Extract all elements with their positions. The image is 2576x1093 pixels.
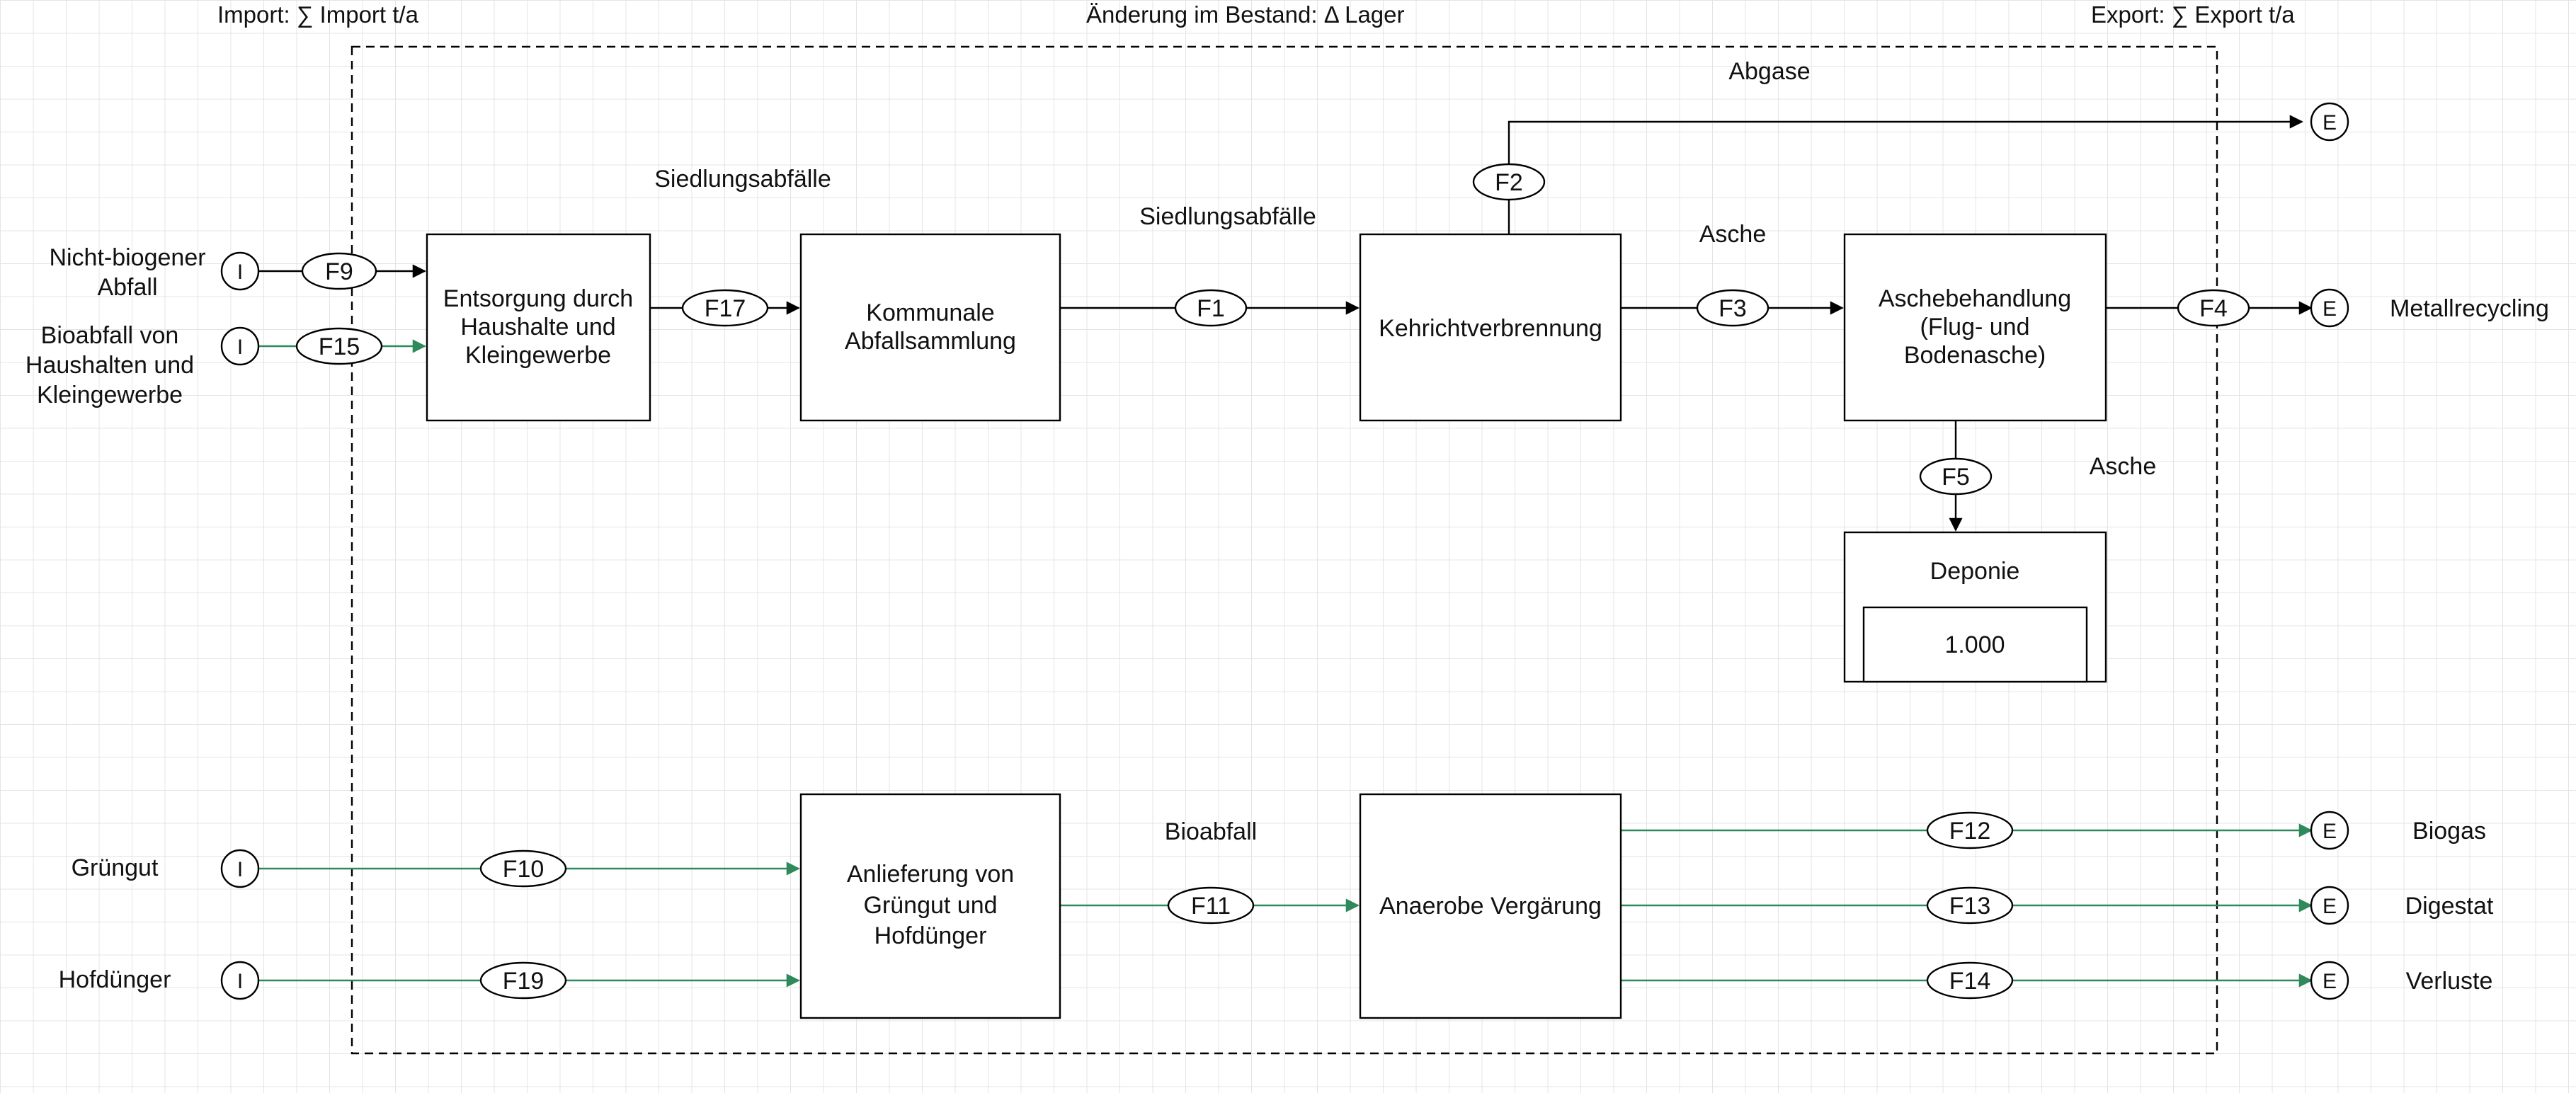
import-node-hofduenger[interactable]: I (220, 961, 260, 1000)
process-verbrennung-line-1: Kehrichtverbrennung (1379, 315, 1602, 342)
flow-f5[interactable]: F5 (1919, 457, 1993, 496)
import-label-bioabfall-2: Haushalten und (25, 352, 194, 379)
flow-f2[interactable]: F2 (1472, 163, 1546, 201)
flow-f19-label: F19 (503, 968, 545, 995)
export-node-verluste[interactable]: E (2310, 961, 2349, 1000)
flow-f10[interactable]: F10 (479, 849, 567, 888)
process-anlieferung[interactable]: Anlieferung von Grüngut und Hofdünger (799, 793, 1061, 1019)
export-node-symbol: E (2323, 111, 2337, 135)
process-vergaerung-line-1: Anaerobe Vergärung (1379, 893, 1602, 920)
process-sammlung-line-2: Abfallsammlung (845, 328, 1016, 355)
process-kommunale-abfallsammlung[interactable]: Kommunale Abfallsammlung (799, 233, 1061, 422)
flow-f10-label: F10 (503, 856, 545, 883)
flow-f17-label: F17 (705, 295, 746, 322)
flow-label-siedlungsabfaelle-1: Siedlungsabfälle (654, 166, 831, 193)
flow-f4-label: F4 (2199, 295, 2228, 322)
process-aschebehandlung-line-3: Bodenasche) (1904, 342, 2046, 369)
export-label-metallrecycling: Metallrecycling (2390, 295, 2549, 322)
import-node-symbol: I (237, 261, 243, 284)
import-node-symbol: I (237, 858, 243, 881)
export-node-digestat[interactable]: E (2310, 886, 2349, 925)
flow-f4[interactable]: F4 (2177, 289, 2250, 327)
flow-f15-label: F15 (319, 333, 360, 360)
process-entsorgung-line-2: Haushalte und (460, 314, 615, 341)
process-aschebehandlung-line-2: (Flug- und (1920, 314, 2030, 341)
import-label-gruengut: Grüngut (72, 854, 159, 881)
process-anlieferung-line-1: Anlieferung von (847, 861, 1014, 888)
flow-label-asche-1: Asche (1699, 221, 1767, 248)
export-label-digestat: Digestat (2405, 893, 2494, 920)
import-label-bioabfall-3: Kleingewerbe (37, 382, 183, 408)
flow-f19[interactable]: F19 (479, 961, 567, 1000)
flow-f2-label: F2 (1495, 169, 1523, 196)
flow-label-bioabfall: Bioabfall (1165, 818, 1257, 845)
flow-f5-label: F5 (1942, 464, 1970, 491)
flow-label-siedlungsabfaelle-2: Siedlungsabfälle (1139, 203, 1316, 230)
export-header: Export: ∑ Export t/a (2091, 1, 2295, 28)
import-node-symbol: I (237, 970, 243, 993)
process-entsorgung-line-3: Kleingewerbe (465, 342, 611, 369)
import-label-nicht-biogen-1: Nicht-biogener (49, 244, 205, 271)
flow-f15[interactable]: F15 (295, 327, 383, 365)
export-label-verluste: Verluste (2406, 968, 2493, 995)
flow-f14[interactable]: F14 (1926, 961, 2014, 1000)
import-node-symbol: I (237, 336, 243, 359)
flow-f3-label: F3 (1719, 295, 1747, 322)
process-sammlung-line-1: Kommunale (866, 299, 994, 326)
process-anlieferung-line-3: Hofdünger (874, 922, 987, 949)
process-deponie-title: Deponie (1930, 558, 2020, 585)
flow-f12[interactable]: F12 (1926, 811, 2014, 849)
export-node-symbol: E (2323, 297, 2337, 321)
process-aschebehandlung[interactable]: Aschebehandlung (Flug- und Bodenasche) (1843, 233, 2107, 422)
export-node-symbol: E (2323, 970, 2337, 993)
process-anaerobe-vergaerung[interactable]: Anaerobe Vergärung (1359, 793, 1622, 1019)
flow-f12-label: F12 (1949, 818, 1991, 845)
import-header: Import: ∑ Import t/a (217, 1, 419, 28)
stock-change-header: Änderung im Bestand: Δ Lager (1086, 1, 1405, 28)
process-kehrichtverbrennung[interactable]: Kehrichtverbrennung (1359, 233, 1622, 422)
flow-label-abgase: Abgase (1728, 58, 1810, 85)
export-label-biogas: Biogas (2412, 818, 2486, 845)
import-node-gruengut[interactable]: I (220, 849, 260, 888)
import-node-nicht-biogen[interactable]: I (220, 251, 260, 291)
export-node-metallrecycling[interactable]: E (2310, 288, 2349, 328)
export-node-abgase[interactable]: E (2310, 102, 2349, 142)
system-boundary (351, 45, 2218, 1055)
process-entsorgung[interactable]: Entsorgung durch Haushalte und Kleingewe… (426, 233, 651, 422)
process-deponie[interactable]: Deponie 1.000 (1843, 531, 2107, 683)
flow-f3[interactable]: F3 (1696, 289, 1769, 327)
flow-f1-label: F1 (1197, 295, 1225, 322)
import-node-bioabfall[interactable]: I (220, 326, 260, 366)
export-node-biogas[interactable]: E (2310, 811, 2349, 850)
flow-f14-label: F14 (1949, 968, 1991, 995)
process-entsorgung-line-1: Entsorgung durch (443, 285, 633, 312)
import-label-nicht-biogen-2: Abfall (97, 274, 157, 301)
flow-f17[interactable]: F17 (681, 289, 769, 327)
import-label-bioabfall-1: Bioabfall von (41, 322, 179, 349)
export-node-symbol: E (2323, 895, 2337, 918)
flow-f1[interactable]: F1 (1174, 289, 1248, 327)
flow-f11-label: F11 (1191, 893, 1231, 920)
flow-f13-label: F13 (1949, 893, 1991, 920)
flow-f9-label: F9 (325, 258, 353, 285)
export-node-symbol: E (2323, 820, 2337, 843)
flow-line-f2 (1508, 115, 2303, 234)
import-label-hofduenger: Hofdünger (59, 966, 171, 993)
flow-label-asche-2: Asche (2090, 453, 2157, 480)
flow-f9[interactable]: F9 (301, 252, 377, 290)
process-aschebehandlung-line-1: Aschebehandlung (1879, 285, 2071, 312)
process-anlieferung-line-2: Grüngut und (863, 892, 997, 919)
flow-f11[interactable]: F11 (1167, 886, 1255, 925)
deponie-stock-value: 1.000 (1944, 631, 2005, 658)
flow-f13[interactable]: F13 (1926, 886, 2014, 925)
deponie-stock-box (1862, 606, 2088, 683)
